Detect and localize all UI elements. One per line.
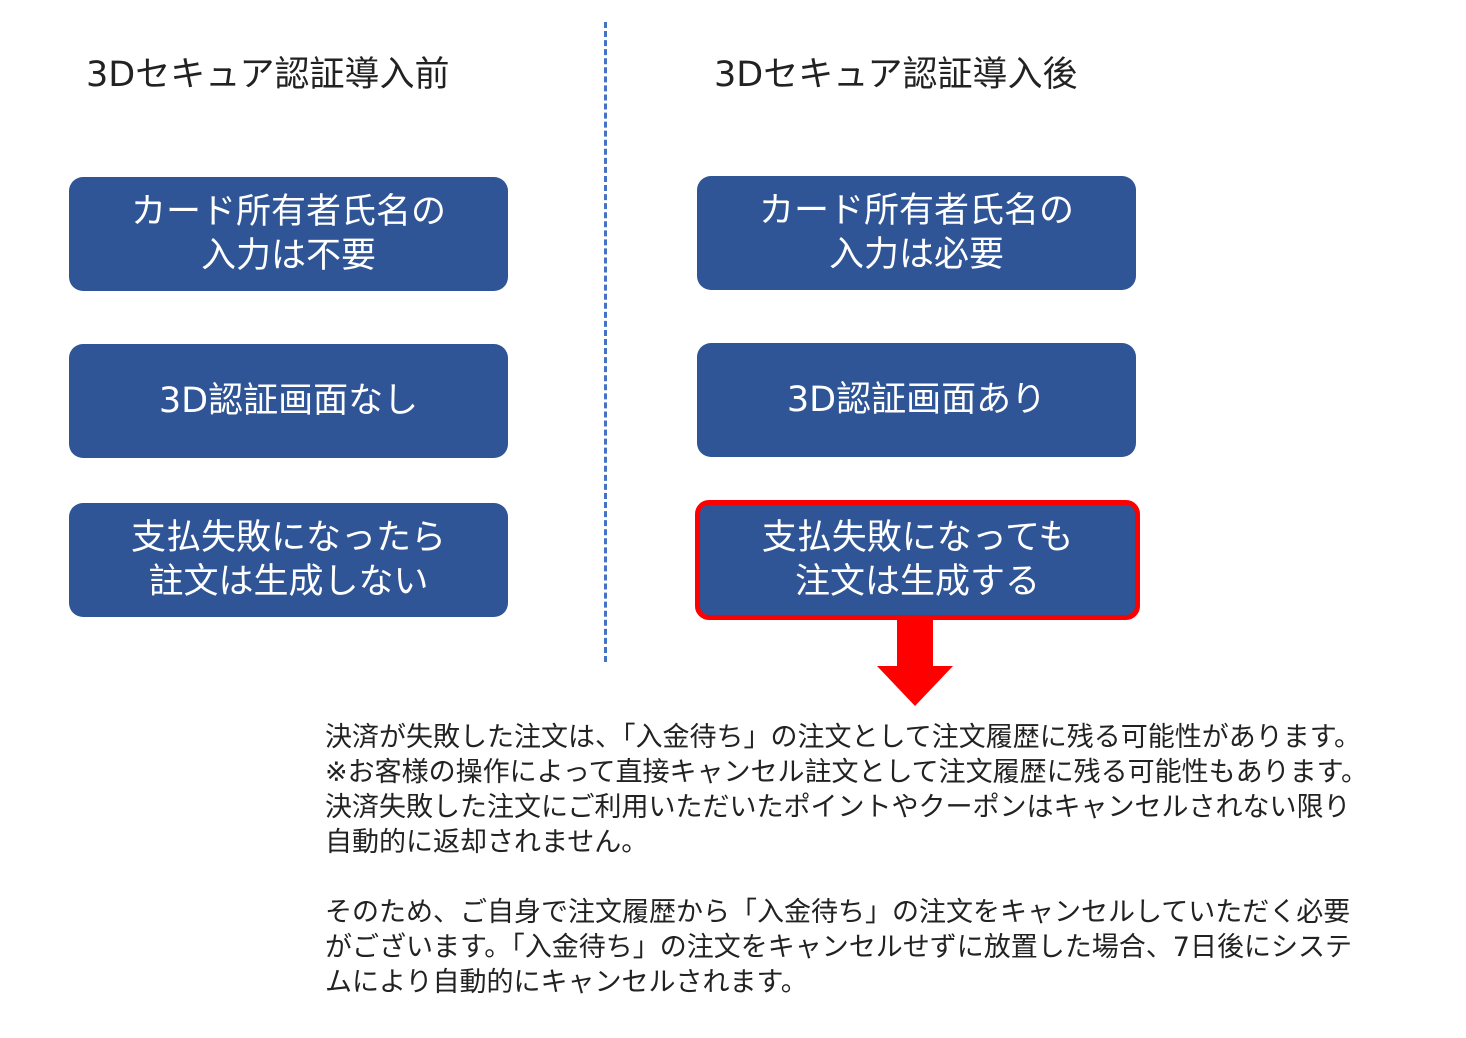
note-line — [325, 860, 1368, 895]
down-arrow-icon — [877, 620, 953, 706]
note-paragraph: 決済が失敗した注文は、「入金待ち」の注文として注文履歴に残る可能性があります。 … — [325, 720, 1368, 1000]
right-box-order-creation-highlighted: 支払失敗になっても 注文は生成する — [695, 500, 1140, 620]
left-box-name-input: カード所有者氏名の 入力は不要 — [69, 177, 508, 291]
note-line: 自動的に返却されません。 — [325, 827, 649, 858]
divider-line — [604, 22, 607, 662]
right-title: 3Dセキュア認証導入後 — [714, 55, 1078, 95]
right-box-name-input: カード所有者氏名の 入力は必要 — [697, 176, 1136, 290]
box-line: カード所有者氏名の — [130, 192, 446, 232]
box-line: 入力は不要 — [200, 236, 376, 276]
note-line: そのため、ご自身で注文履歴から「入金待ち」の注文をキャンセルしていただく必要 — [325, 897, 1351, 928]
right-box-3d-screen: 3D認証画面あり — [697, 343, 1136, 457]
box-line: カード所有者氏名の — [758, 191, 1074, 231]
left-title: 3Dセキュア認証導入前 — [86, 55, 450, 95]
note-line: ※お客様の操作によって直接キャンセル註文として注文履歴に残る可能性もあります。 — [325, 757, 1368, 788]
box-line: 支払失敗になっても — [761, 518, 1074, 558]
box-line: 註文は生成しない — [148, 562, 429, 602]
left-box-order-creation: 支払失敗になったら 註文は生成しない — [69, 503, 508, 617]
box-line: 入力は必要 — [828, 235, 1004, 275]
note-line: 決済が失敗した注文は、「入金待ち」の注文として注文履歴に残る可能性があります。 — [325, 722, 1361, 753]
note-line: がございます。「入金待ち」の注文をキャンセルせずに放置した場合、7日後にシステ — [325, 932, 1352, 963]
box-line: 3D認証画面あり — [786, 380, 1047, 420]
left-box-3d-screen: 3D認証画面なし — [69, 344, 508, 458]
note-line: 決済失敗した注文にご利用いただいたポイントやクーポンはキャンセルされない限り — [325, 792, 1351, 823]
box-line: 支払失敗になったら — [130, 518, 446, 558]
box-line: 注文は生成する — [794, 562, 1040, 602]
box-line: 3D認証画面なし — [158, 381, 419, 421]
note-line: ムにより自動的にキャンセルされます。 — [325, 967, 808, 998]
